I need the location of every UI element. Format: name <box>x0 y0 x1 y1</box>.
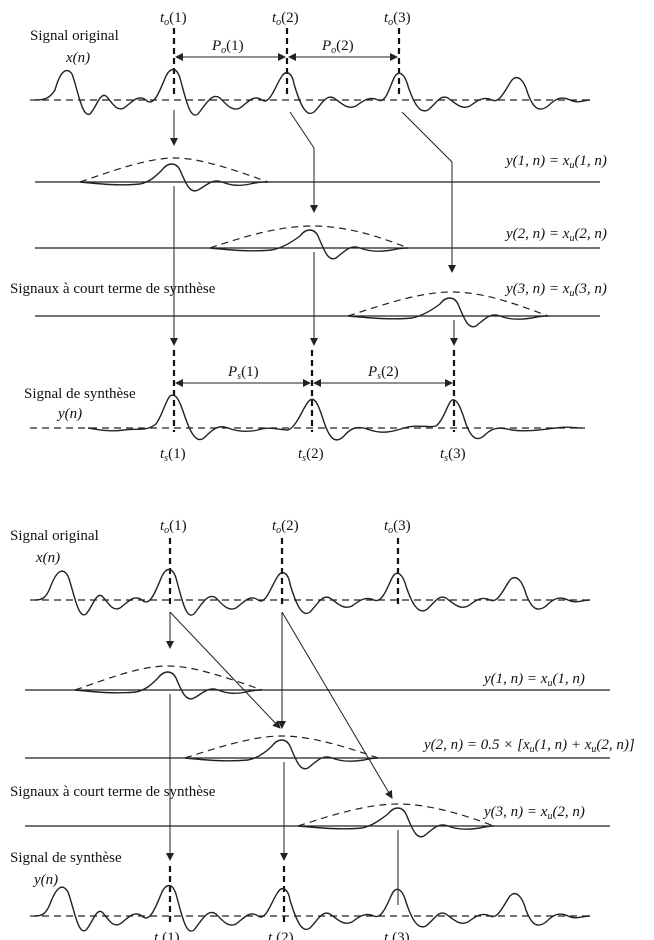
top-y2-window <box>209 225 409 249</box>
top-ts2-label: ts(2) <box>298 446 324 464</box>
bottom-y2-window <box>184 735 379 759</box>
top-arrow-3 <box>401 111 456 273</box>
bottom-y3-waveform <box>297 807 495 838</box>
top-y2-waveform <box>209 229 409 260</box>
top-y1-waveform <box>79 163 269 192</box>
top-panel: Signal original x(n) to(1) to(2) to(3) P… <box>10 10 607 464</box>
top-y3-waveform <box>347 297 549 328</box>
top-to3-label: to(3) <box>384 10 411 28</box>
bottom-arrow-2b <box>281 611 393 799</box>
top-y1-equation: y(1, n) = xu(1, n) <box>504 153 607 171</box>
top-po2-label: Po(2) <box>321 38 354 56</box>
top-ps1-label: Ps(1) <box>227 364 259 382</box>
bottom-signal-synthese-label: Signal de synthèse <box>10 850 122 866</box>
top-y-n-label: y(n) <box>56 406 82 422</box>
top-arrow-2 <box>289 111 318 213</box>
top-to-labels: to(1) to(2) to(3) <box>160 10 411 28</box>
top-to1-label: to(1) <box>160 10 187 28</box>
top-y2-equation: y(2, n) = xu(2, n) <box>504 226 607 244</box>
bottom-y1-equation: y(1, n) = xu(1, n) <box>482 671 585 689</box>
bottom-y-n-label: y(n) <box>32 872 58 888</box>
top-y3-equation: y(3, n) = xu(3, n) <box>504 281 607 299</box>
bottom-synth-waveform <box>34 884 591 932</box>
bottom-to1-label: to(1) <box>160 518 187 536</box>
bottom-y3-equation: y(3, n) = xu(2, n) <box>482 804 585 822</box>
bottom-to3-label: to(3) <box>384 518 411 536</box>
bottom-original-waveform <box>34 568 591 616</box>
bottom-panel: Signal original x(n) to(1) to(2) to(3) y… <box>10 518 635 940</box>
bottom-signaux-label: Signaux à court terme de synthèse <box>10 784 216 800</box>
bottom-signal-original-label: Signal original <box>10 528 99 544</box>
top-ps2-label: Ps(2) <box>367 364 399 382</box>
bottom-to2-label: to(2) <box>272 518 299 536</box>
bottom-y1-waveform <box>74 671 263 700</box>
bottom-y1-window <box>74 665 263 691</box>
bottom-ts3-label: ts(3) <box>384 930 410 940</box>
top-ts1-label: ts(1) <box>160 446 186 464</box>
bottom-y3-window <box>297 803 495 827</box>
top-to2-label: to(2) <box>272 10 299 28</box>
top-signal-synthese-label: Signal de synthèse <box>24 386 136 402</box>
top-x-n-label: x(n) <box>65 50 90 66</box>
bottom-arrow-1b <box>169 611 281 729</box>
bottom-ts1-label: ts(1) <box>154 930 180 940</box>
bottom-x-n-label: x(n) <box>35 550 60 566</box>
bottom-ts2-label: ts(2) <box>268 930 294 940</box>
top-signaux-label: Signaux à court terme de synthèse <box>10 281 216 297</box>
top-po1-label: Po(1) <box>211 38 244 56</box>
bottom-y2-equation: y(2, n) = 0.5 × [xu(1, n) + xu(2, n)] <box>422 737 635 755</box>
top-original-waveform <box>34 68 591 116</box>
bottom-y2-waveform <box>184 739 379 770</box>
top-signal-original-label: Signal original <box>30 28 119 44</box>
top-y1-window <box>79 157 269 183</box>
top-synth-waveform <box>87 394 583 441</box>
top-ts3-label: ts(3) <box>440 446 466 464</box>
